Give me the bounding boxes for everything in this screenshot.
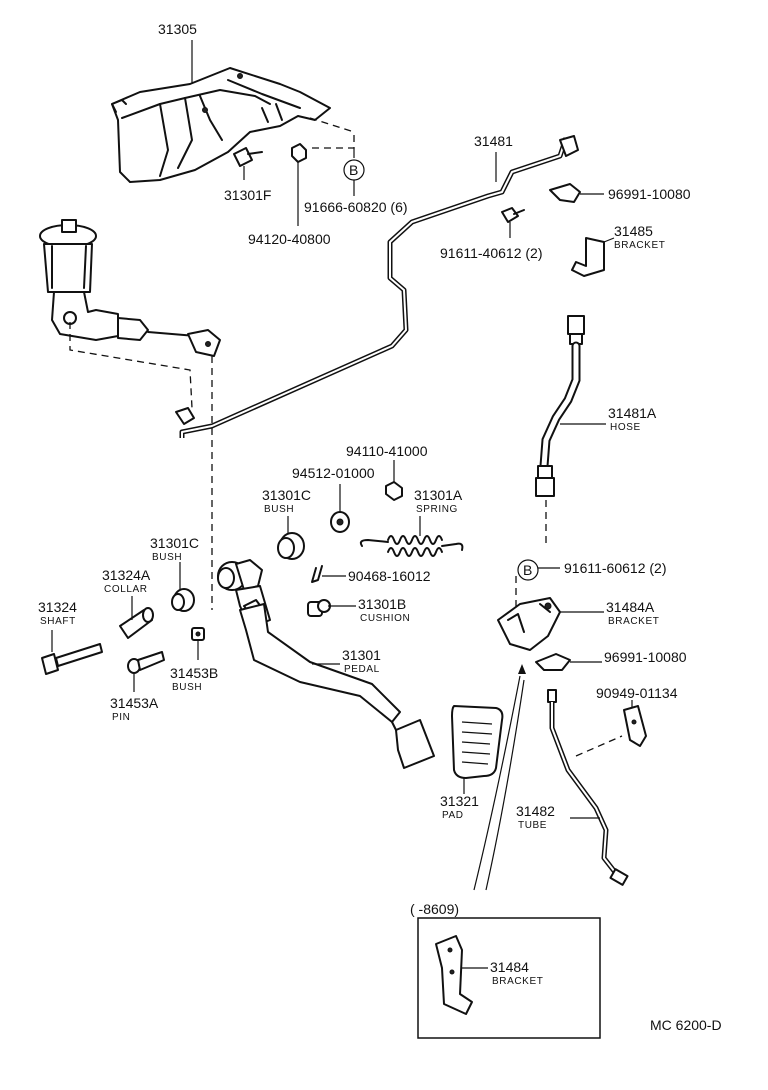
- label-31484a: 31484A: [606, 599, 655, 615]
- label-31484: 31484: [490, 959, 529, 975]
- label-31485-sub: BRACKET: [614, 240, 665, 251]
- label-31485: 31485: [614, 223, 653, 239]
- label-90949: 90949-01134: [596, 685, 678, 701]
- master-cylinder-part: [39, 219, 221, 357]
- callout-b-middle-icon: [517, 559, 539, 581]
- label-31301b-sub: CUSHION: [360, 613, 410, 624]
- label-31484a-sub: BRACKET: [608, 616, 659, 627]
- label-31453a-sub: PIN: [112, 712, 130, 723]
- bolt-91611-top-part: [501, 207, 525, 223]
- label-91611-middle: 91611-60612 (2): [564, 560, 666, 576]
- label-31301c-left: 31301C: [150, 535, 199, 551]
- bracket-31484a-part: [497, 597, 561, 651]
- bracket-31485-part: [571, 237, 605, 277]
- label-31301a-sub: SPRING: [416, 504, 458, 515]
- label-31324a-sub: COLLAR: [104, 584, 148, 595]
- bush-31301c-left-part: [171, 588, 195, 612]
- clip-96991-top-part: [549, 183, 581, 203]
- pin-31453a-part: [127, 651, 165, 674]
- label-31324a: 31324A: [102, 567, 151, 583]
- nut-94120-part: [291, 143, 307, 163]
- label-31305: 31305: [158, 21, 197, 37]
- label-31301c-right-sub: BUSH: [264, 504, 294, 515]
- label-31321-sub: PAD: [442, 810, 464, 821]
- label-31453b-sub: BUSH: [172, 682, 202, 693]
- label-31301c-left-sub: BUSH: [152, 552, 182, 563]
- pedal-pad-31321-part: [451, 705, 504, 779]
- clip-96991-bottom-part: [535, 653, 571, 671]
- clip-90949-part: [623, 705, 647, 747]
- reference-code: MC 6200-D: [650, 1017, 722, 1033]
- label-31453a: 31453A: [110, 695, 159, 711]
- label-31301-sub: PEDAL: [344, 664, 380, 675]
- clip-90468-part: [311, 565, 323, 583]
- inset-box: [417, 917, 601, 1039]
- shaft-31324-part: [41, 643, 103, 675]
- callout-b-middle-label: B: [523, 562, 532, 578]
- bracket-31484-part: [435, 935, 473, 1015]
- label-94110: 94110-41000: [346, 443, 428, 459]
- label-31324: 31324: [38, 599, 77, 615]
- flexible-hose-31481a: [535, 315, 585, 497]
- label-31481a-sub: HOSE: [610, 422, 641, 433]
- bush-31301c-right-part: [277, 532, 305, 560]
- label-31481: 31481: [474, 133, 513, 149]
- label-96991-bottom: 96991-10080: [604, 649, 687, 665]
- pedal-support-bracket-part: [111, 67, 331, 183]
- label-31301b: 31301B: [358, 596, 406, 612]
- collar-31324a-part: [119, 607, 154, 639]
- label-31453b: 31453B: [170, 665, 218, 681]
- label-31481a: 31481A: [608, 405, 657, 421]
- label-31484-sub: BRACKET: [492, 976, 543, 987]
- label-94512: 94512-01000: [292, 465, 375, 481]
- cushion-31301b-part: [307, 599, 331, 617]
- bolt-31301f-part: [233, 147, 263, 167]
- bush-31453b-part: [191, 627, 205, 641]
- clutch-tube-31482: [547, 689, 629, 886]
- label-31301c-right: 31301C: [262, 487, 311, 503]
- label-94120: 94120-40800: [248, 231, 331, 247]
- inset-range-label: ( -8609): [410, 901, 459, 917]
- label-31321: 31321: [440, 793, 479, 809]
- label-31301f: 31301F: [224, 187, 271, 203]
- label-31324-sub: SHAFT: [40, 616, 76, 627]
- label-31301a: 31301A: [414, 487, 463, 503]
- label-91666: 91666-60820 (6): [304, 199, 408, 215]
- label-91611-top: 91611-40612 (2): [440, 245, 542, 261]
- label-31301: 31301: [342, 647, 381, 663]
- label-31482: 31482: [516, 803, 555, 819]
- callout-b-top-label: B: [349, 162, 358, 178]
- label-31482-sub: TUBE: [518, 820, 547, 831]
- label-90468: 90468-16012: [348, 568, 431, 584]
- clutch-pedal-31301-part: [217, 559, 435, 769]
- label-96991-top: 96991-10080: [608, 186, 691, 202]
- return-spring-31301a-part: [359, 535, 464, 557]
- clutch-line-pipe-31481: [175, 135, 579, 438]
- nut-94110-part: [385, 481, 403, 501]
